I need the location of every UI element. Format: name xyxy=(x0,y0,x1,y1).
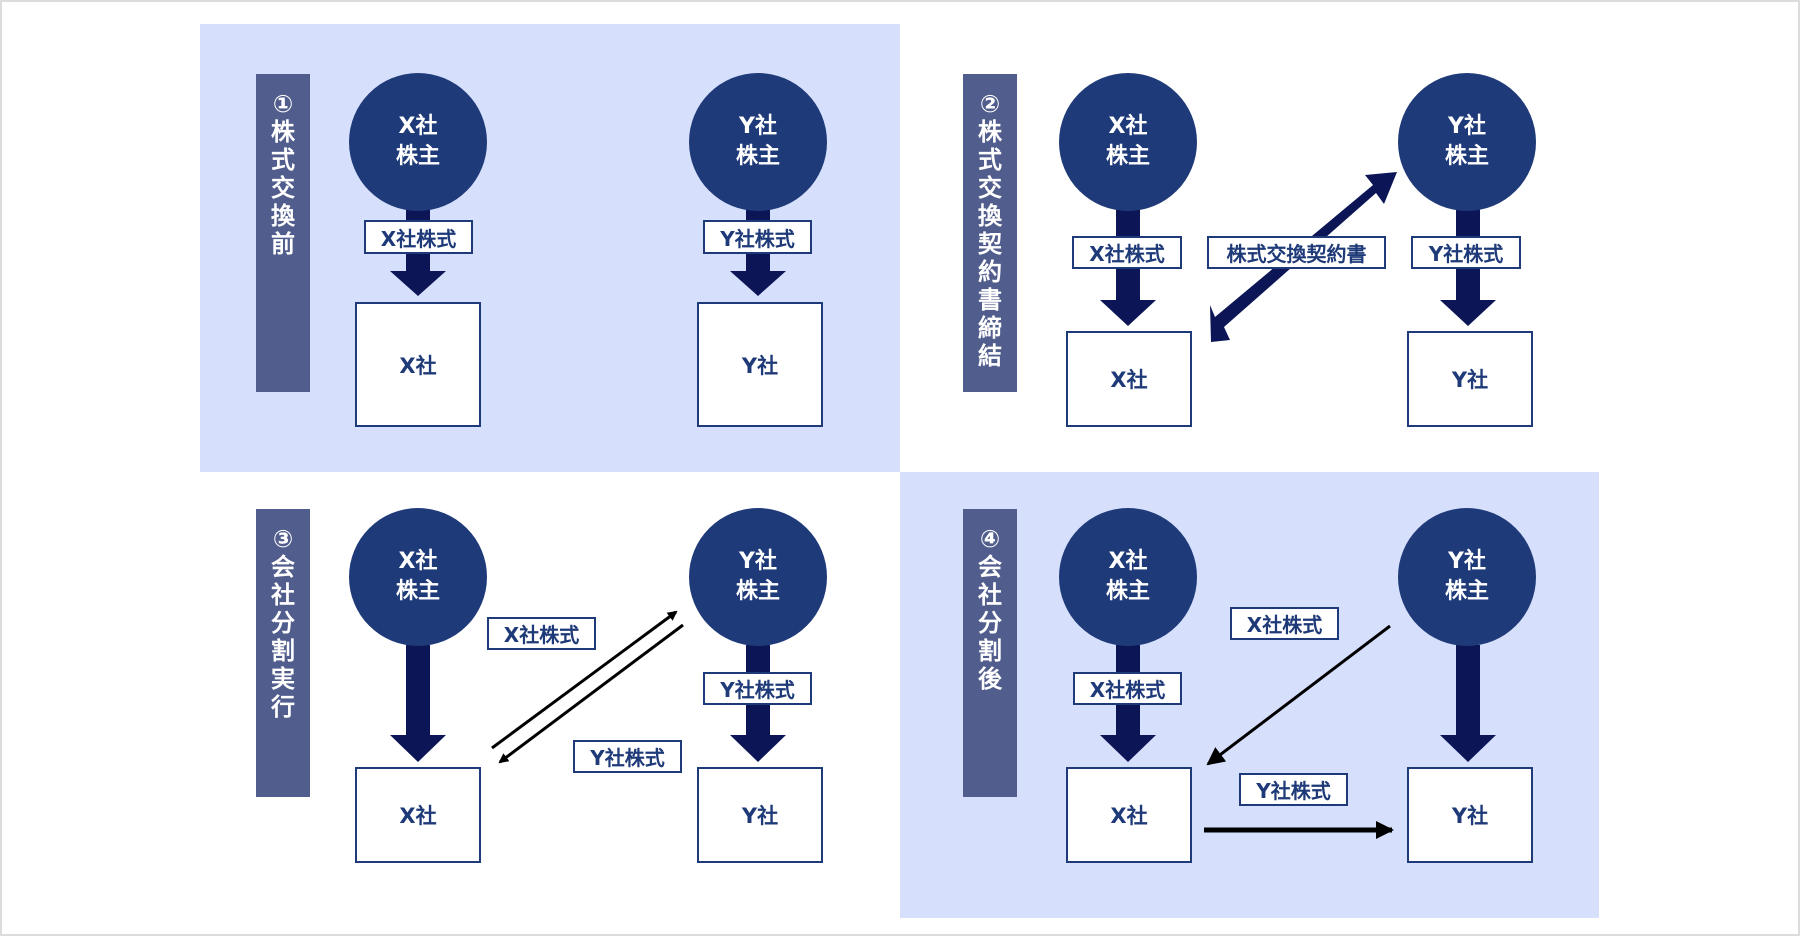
panel-2-x-shareholders: X社 株主 xyxy=(1059,73,1197,211)
panel-2-contract-tag: 株式交換契約書 xyxy=(1207,236,1386,269)
panel-3-title-char: 実 xyxy=(271,665,295,693)
panel-3-title-char: 分 xyxy=(271,609,295,637)
panel-2-y-stock-tag: Y社株式 xyxy=(1411,236,1521,269)
panel-4-title-char: 会 xyxy=(978,553,1002,581)
panel-3-title-char: 会 xyxy=(271,553,295,581)
panel-3-x-stock-tag: X社株式 xyxy=(487,617,596,650)
panel-1-title-char: 交 xyxy=(271,174,295,202)
panel-1-title-char: 換 xyxy=(271,202,295,230)
holder-label: X社 xyxy=(398,549,438,574)
panel-1-x-stock-tag: X社株式 xyxy=(364,220,473,254)
panel-3-x-company: X社 xyxy=(355,767,481,863)
panel-1-y-stock-tag: Y社株式 xyxy=(703,220,812,254)
panel-3-x-share-arrow xyxy=(390,645,446,762)
panel-4-x-share-to-y-holder-arrow xyxy=(1206,624,1391,766)
panel-3-y-stock-right-tag: Y社株式 xyxy=(703,672,812,705)
panel-4-title-char: 分 xyxy=(978,609,1002,637)
holder-label: Y社 xyxy=(739,114,777,139)
panel-3-x-share-transfer-arrow xyxy=(491,610,678,750)
panel-2-title-char: 交 xyxy=(978,174,1002,202)
holder-label: 株主 xyxy=(395,144,440,169)
holder-label: Y社 xyxy=(739,549,777,574)
panel-1-title-char: 前 xyxy=(271,230,295,258)
panel-2-title-char: 締 xyxy=(978,314,1002,342)
panel-3-title-char: 社 xyxy=(271,581,295,609)
panel-3-title-bar: ③ 会 社 分 割 実 行 xyxy=(256,509,310,797)
panel-3-title-char: ③ xyxy=(272,525,294,553)
panel-2-title-bar: ② 株 式 交 換 契 約 書 締 結 xyxy=(963,74,1017,392)
panel-4-title-char: ④ xyxy=(979,525,1001,553)
panel-1-title-char: ① xyxy=(272,90,294,118)
panel-1-y-company: Y社 xyxy=(697,302,823,427)
holder-label: 株主 xyxy=(1105,144,1150,169)
panel-4-x-stock-left-tag: X社株式 xyxy=(1073,672,1182,705)
panel-4-x-stock-mid-tag: X社株式 xyxy=(1230,607,1339,640)
panel-4-y-shareholders: Y社 株主 xyxy=(1398,508,1536,646)
panel-4-y-company: Y社 xyxy=(1407,767,1533,863)
panel-4-y-stock-tag: Y社株式 xyxy=(1239,773,1348,806)
holder-label: 株主 xyxy=(395,579,440,604)
holder-label: X社 xyxy=(398,114,438,139)
panel-3-y-stock-mid-tag: Y社株式 xyxy=(573,740,682,773)
panel-3-y-company: Y社 xyxy=(697,767,823,863)
panel-2-y-shareholders: Y社 株主 xyxy=(1398,73,1536,211)
panel-4-title-char: 割 xyxy=(978,637,1002,665)
panel-2-title-char: 約 xyxy=(978,258,1002,286)
holder-label: 株主 xyxy=(735,579,780,604)
panel-2-title-char: 結 xyxy=(978,342,1002,370)
panel-3-y-share-transfer-arrow xyxy=(498,623,684,764)
panel-2-title-char: 契 xyxy=(978,230,1002,258)
panel-4-x-shareholders: X社 株主 xyxy=(1059,508,1197,646)
panel-2-title-char: 株 xyxy=(978,118,1002,146)
holder-label: 株主 xyxy=(735,144,780,169)
panel-1-title-char: 式 xyxy=(271,146,295,174)
holder-label: Y社 xyxy=(1448,549,1486,574)
panel-2-title-char: ② xyxy=(979,90,1001,118)
panel-2-x-stock-tag: X社株式 xyxy=(1072,236,1182,269)
panel-4-title-char: 後 xyxy=(978,665,1002,693)
holder-label: X社 xyxy=(1108,549,1148,574)
panel-2-title-char: 換 xyxy=(978,202,1002,230)
holder-label: Y社 xyxy=(1448,114,1486,139)
panel-3-title-char: 行 xyxy=(271,693,295,721)
panel-4-y-share-arrow xyxy=(1440,645,1496,762)
panel-1-title-char: 株 xyxy=(271,118,295,146)
panel-2-y-company: Y社 xyxy=(1407,331,1533,427)
panel-1-x-company: X社 xyxy=(355,302,481,427)
panel-4-title-bar: ④ 会 社 分 割 後 xyxy=(963,509,1017,797)
panel-1-title-bar: ① 株 式 交 換 前 xyxy=(256,74,310,392)
holder-label: 株主 xyxy=(1444,579,1489,604)
panel-4-title-char: 社 xyxy=(978,581,1002,609)
holder-label: 株主 xyxy=(1444,144,1489,169)
panel-3-title-char: 割 xyxy=(271,637,295,665)
holder-label: 株主 xyxy=(1105,579,1150,604)
panel-3-y-shareholders: Y社 株主 xyxy=(689,508,827,646)
holder-label: X社 xyxy=(1108,114,1148,139)
panel-3-x-shareholders: X社 株主 xyxy=(349,508,487,646)
panel-1-x-shareholders: X社 株主 xyxy=(349,73,487,211)
panel-4-x-company: X社 xyxy=(1066,767,1192,863)
panel-2-title-char: 式 xyxy=(978,146,1002,174)
panel-2-x-company: X社 xyxy=(1066,331,1192,427)
panel-1-y-shareholders: Y社 株主 xyxy=(689,73,827,211)
panel-2-title-char: 書 xyxy=(978,286,1002,314)
panel-2-contract-double-arrow xyxy=(1210,172,1397,342)
